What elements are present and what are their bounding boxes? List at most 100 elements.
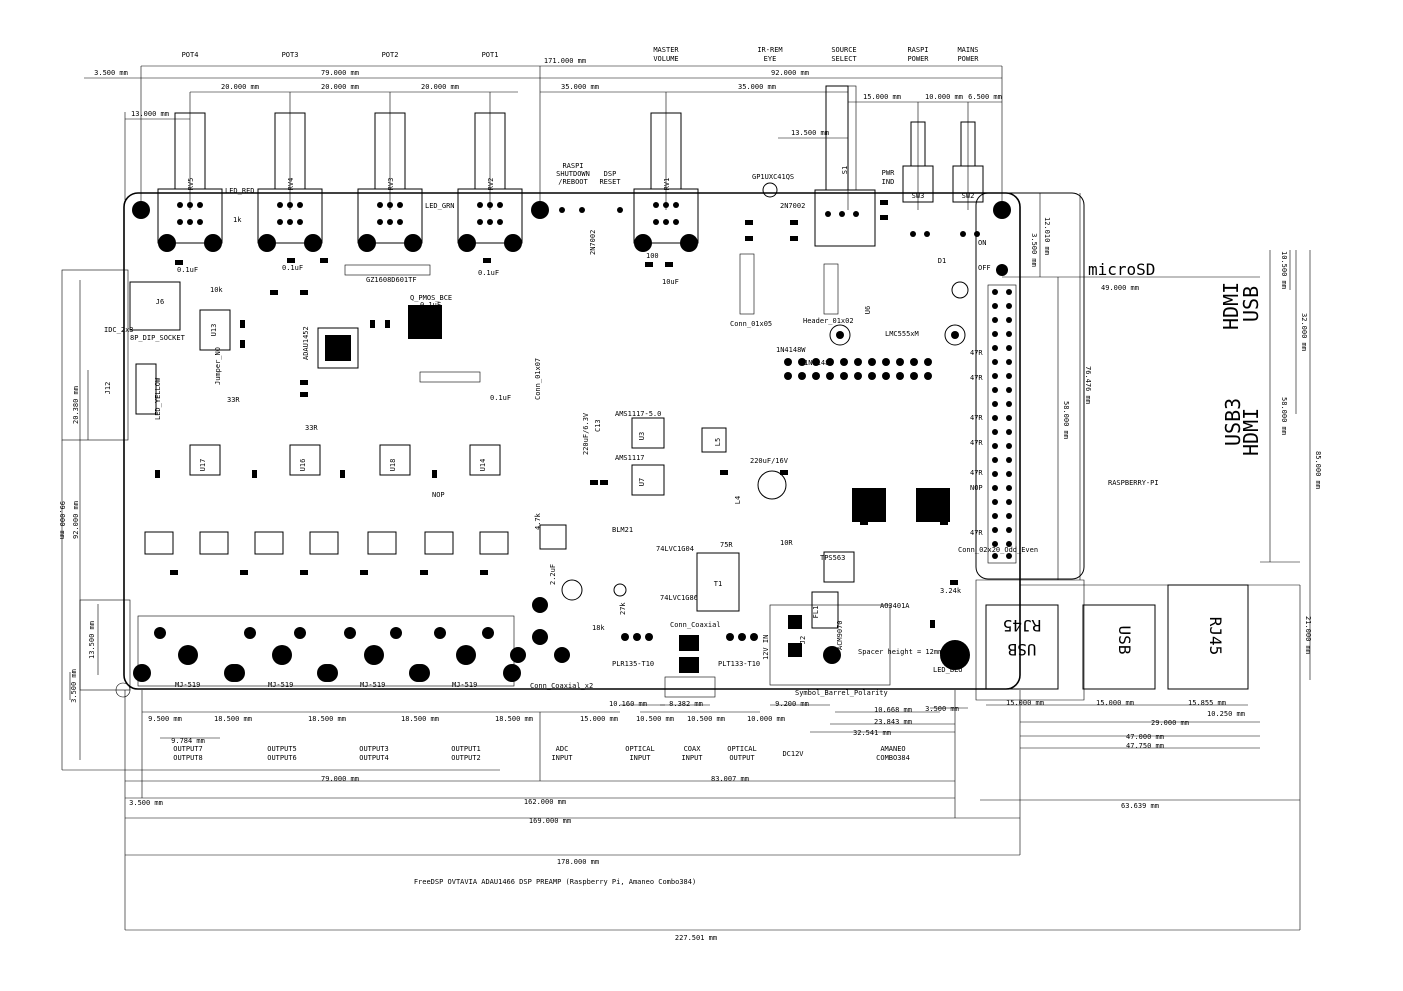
- dim-text: 9.500 mm: [148, 715, 182, 723]
- dim-text: 49.000 mm: [1101, 284, 1139, 292]
- dim-text: 13.000 mm: [131, 110, 169, 118]
- refdes-u17: U17: [199, 459, 207, 472]
- dim-text: 18.500 mm: [308, 715, 346, 723]
- part-27k: 27k: [619, 602, 627, 615]
- refdes-j12: J12: [104, 382, 112, 395]
- label-optical-output: OUTPUT: [729, 754, 755, 762]
- label-output3: OUTPUT3: [359, 745, 389, 753]
- part-0-1uf: 0.1uF: [490, 394, 511, 402]
- label-coax-input: INPUT: [681, 754, 703, 762]
- label-shutdown: SHUTDOWN: [556, 170, 590, 178]
- label-optical-input: INPUT: [629, 754, 651, 762]
- part-tps563: TPS563: [820, 554, 845, 562]
- part-values: LED_RED LED_GRN LED_YELLOW LED_BLU 1k 10…: [104, 173, 1159, 697]
- part-47r: 47R: [970, 374, 983, 382]
- refdes-fl1: FL1: [812, 606, 820, 619]
- dim-text: 35.000 mm: [738, 83, 776, 91]
- dim-text: 21.000 mm: [1304, 616, 1312, 654]
- dim-text: 47.000 mm: [1126, 733, 1164, 741]
- label-usb-a: USB: [1008, 640, 1037, 659]
- dim-text: 3.500 mm: [70, 669, 78, 703]
- dim-text: 6.500 mm: [968, 93, 1002, 101]
- refdes-sw2: SW2: [962, 192, 975, 200]
- part-100: 100: [646, 252, 659, 260]
- part-ao3401a: AO3401A: [880, 602, 910, 610]
- dim-text: 85.000 mm: [1314, 451, 1322, 489]
- part-4-7k: 4.7k: [534, 512, 542, 530]
- part-lmc555xm: LMC555xM: [885, 330, 919, 338]
- dim-text: 92.000 mm: [771, 69, 809, 77]
- refdes-rv5: RV5: [187, 178, 195, 191]
- part-74lvc1g86: 74LVC1G86: [660, 594, 698, 602]
- refdes-d1: D1: [938, 257, 946, 265]
- part-led-blu: LED_BLU: [933, 666, 963, 674]
- dim-text: 32.541 mm: [853, 729, 891, 737]
- part-mj-519: MJ-519: [175, 681, 200, 689]
- top-dimension-texts: 3.500 mm 79.000 mm 171.000 mm 92.000 mm …: [94, 57, 1002, 137]
- label-output7: OUTPUT7: [173, 745, 203, 753]
- part-47r: 47R: [970, 414, 983, 422]
- dim-text: 15.000 mm: [1096, 699, 1134, 707]
- part-1n4148w: 1N4148W: [776, 346, 806, 354]
- part-led-grn: LED_GRN: [425, 202, 455, 210]
- label-volume: VOLUME: [653, 55, 678, 63]
- dim-text: 13.500 mm: [791, 129, 829, 137]
- label-output6: OUTPUT6: [267, 754, 297, 762]
- refdes-s1: S1: [841, 166, 849, 174]
- part-10r: 10R: [780, 539, 793, 547]
- dim-text: 20.380 mm: [72, 386, 80, 424]
- refdes-sw3: SW3: [912, 192, 925, 200]
- label-eye: EYE: [764, 55, 777, 63]
- refdes-j6: J6: [156, 298, 164, 306]
- part-47r: 47R: [970, 529, 983, 537]
- part-3-24k: 3.24k: [940, 587, 962, 595]
- label-output4: OUTPUT4: [359, 754, 389, 762]
- left-dimension-texts: 20.380 mm 92.000 mm 99.000 mm 13.500 mm …: [58, 386, 96, 703]
- part-220uf-6v: 220uF/6.3V: [582, 412, 590, 455]
- part-conn-coaxial-x2: Conn_Coaxial_x2: [530, 682, 593, 690]
- part-12v-in: 12V IN: [762, 635, 770, 660]
- part-gz1608d601tf: GZ1608D601TF: [366, 276, 417, 284]
- label-pot4: POT4: [182, 51, 199, 59]
- dim-text: 29.000 mm: [1151, 719, 1189, 727]
- label-mains-power: POWER: [957, 55, 979, 63]
- switches: [814, 85, 984, 247]
- dim-text: 20.000 mm: [421, 83, 459, 91]
- part-ams1117-5: AMS1117-5.0: [615, 410, 661, 418]
- label-rj45: RJ45: [1003, 616, 1042, 635]
- part-33r: 33R: [227, 396, 240, 404]
- dim-text: 10.000 mm: [925, 93, 963, 101]
- dim-text: 9.200 mm: [775, 700, 809, 708]
- refdes-rv4: RV4: [287, 178, 295, 191]
- part-conn-01x05: Conn_01x05: [730, 320, 772, 328]
- label-pot3: POT3: [282, 51, 299, 59]
- right-dimension-texts: 12.010 mm 3.500 mm 49.000 mm 10.500 mm 3…: [1030, 217, 1322, 654]
- label-pot2: POT2: [382, 51, 399, 59]
- dim-text: 227.501 mm: [675, 934, 717, 942]
- refdes-rv2: RV2: [487, 178, 495, 191]
- part-2-2uf: 2.2uF: [549, 564, 557, 585]
- part-led-yellow: LED_YELLOW: [154, 377, 162, 420]
- dim-text: 178.000 mm: [557, 858, 599, 866]
- dim-text: 10.500 mm: [1280, 251, 1288, 289]
- bottom-jack-outlines: [115, 604, 891, 698]
- part-220uf-16v: 220uF/16V: [750, 457, 789, 465]
- part-jumper-no: Jumper_NO: [214, 347, 222, 385]
- dim-text: 10.668 mm: [874, 706, 912, 714]
- part-1k: 1k: [233, 216, 242, 224]
- label-raspi-2: RASPI: [562, 162, 583, 170]
- part-acm9070: ACM9070: [836, 620, 844, 650]
- part-on: ON: [978, 239, 986, 247]
- part-conn-02x20: Conn_02x20_Odd_Even: [958, 546, 1038, 554]
- dim-text: 15.000 mm: [863, 93, 901, 101]
- dim-text: 32.000 mm: [1300, 313, 1308, 351]
- dim-text: 99.000 mm: [58, 501, 66, 539]
- label-master: MASTER: [653, 46, 679, 54]
- label-select: SELECT: [831, 55, 857, 63]
- right-labels: microSD USB HDMI USB3 HDMI RJ45 USB USB …: [1003, 260, 1263, 659]
- label-output1: OUTPUT1: [451, 745, 481, 753]
- label-optical-out: OPTICAL: [727, 745, 757, 753]
- part-raspberry-pi: RASPBERRY-PI: [1108, 479, 1159, 487]
- part-plr135: PLR135-T10: [612, 660, 654, 668]
